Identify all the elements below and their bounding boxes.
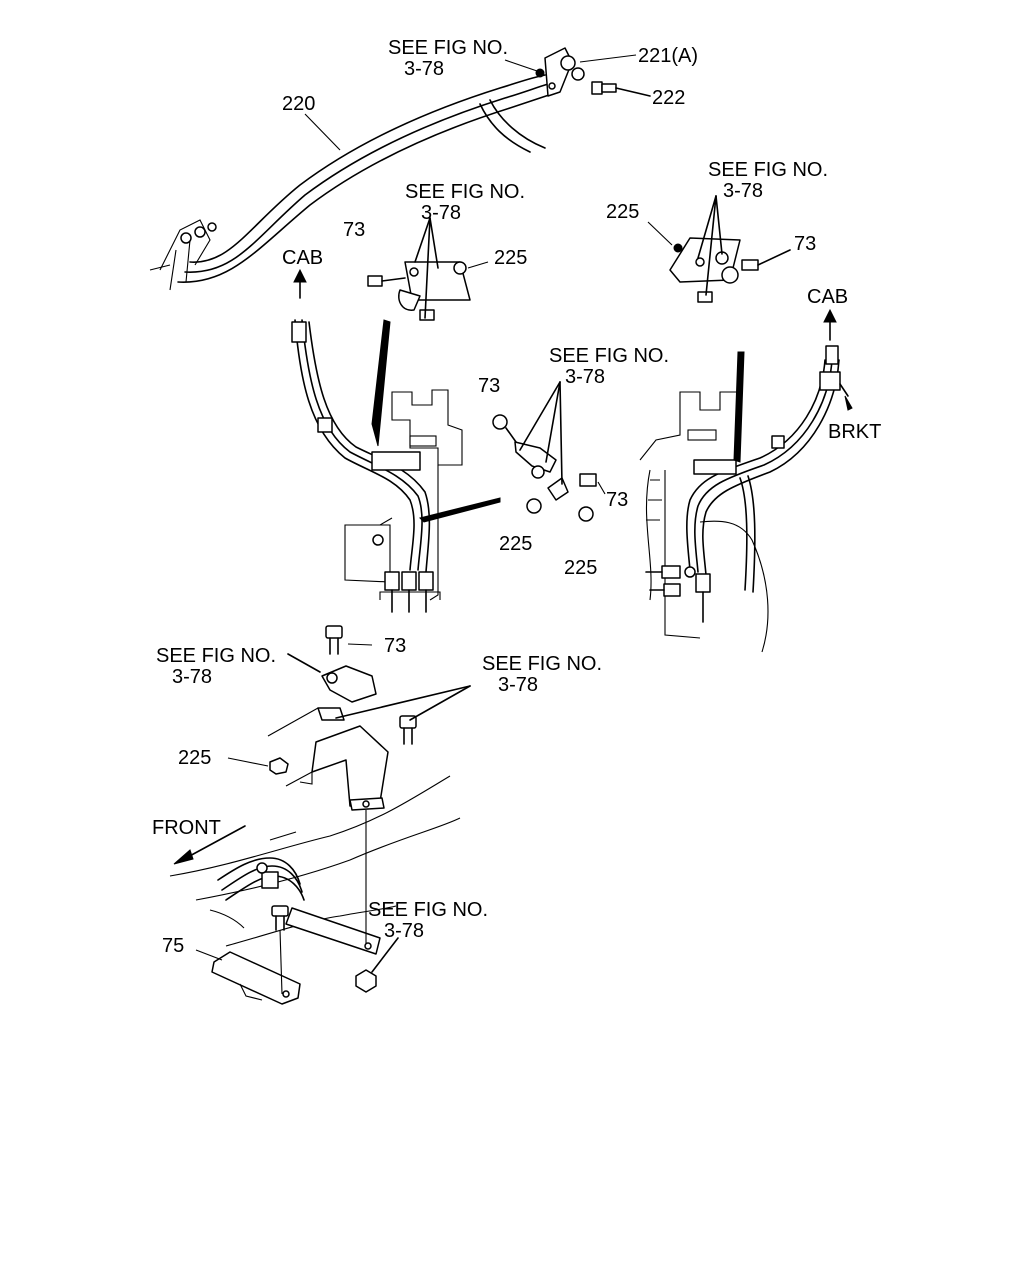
label-part-75: 75	[162, 935, 184, 957]
cab-arrow-left	[293, 268, 307, 299]
label-see-fig-lower-left: SEE FIG NO.	[156, 645, 276, 667]
label-cab-left: CAB	[282, 247, 323, 269]
label-part-225-b: 225	[606, 201, 639, 223]
label-front: FRONT	[152, 817, 221, 839]
label-see-fig-lower-left-ref: 3-78	[172, 666, 212, 688]
frame-left	[344, 389, 463, 601]
label-part-225-d: 225	[564, 557, 597, 579]
label-see-fig-top-right-ref: 3-78	[723, 180, 763, 202]
bracket-right-detail	[669, 237, 791, 303]
front-arrow	[173, 825, 246, 865]
frame-right	[639, 391, 769, 653]
label-part-221a: 221(A)	[638, 45, 698, 67]
label-see-fig-bottom-ref: 3-78	[384, 920, 424, 942]
label-see-fig-mid-left: SEE FIG NO.	[405, 181, 525, 203]
clamp-lower	[317, 665, 377, 721]
label-part-220: 220	[282, 93, 315, 115]
bolt-lower-plate	[271, 905, 289, 931]
clamp-221a	[535, 47, 585, 97]
bracket-left-detail	[367, 261, 471, 321]
nut-225-lower	[269, 757, 289, 775]
plate-lower	[211, 907, 381, 1005]
label-part-225-a: 225	[494, 247, 527, 269]
bolt-73-lower	[325, 625, 373, 655]
cab-arrow-right	[823, 308, 837, 341]
label-part-225-e: 225	[178, 747, 211, 769]
label-part-222: 222	[652, 87, 685, 109]
label-part-73-e: 73	[384, 635, 406, 657]
bolt-lower-right	[399, 715, 417, 745]
label-see-fig-bottom: SEE FIG NO.	[368, 899, 488, 921]
label-see-fig-center-ref: 3-78	[565, 366, 605, 388]
label-part-73-c: 73	[478, 375, 500, 397]
label-see-fig-top-ref: 3-78	[404, 58, 444, 80]
label-part-225-c: 225	[499, 533, 532, 555]
nut-lower-plate	[355, 969, 377, 993]
label-see-fig-lower-right-ref: 3-78	[498, 674, 538, 696]
hose-bundle-lower	[217, 831, 305, 901]
label-part-73-a: 73	[343, 219, 365, 241]
label-brkt: BRKT	[828, 421, 881, 443]
hose-assembly-220	[149, 74, 553, 291]
valve-cluster-right	[645, 565, 711, 623]
label-see-fig-lower-right: SEE FIG NO.	[482, 653, 602, 675]
label-part-73-d: 73	[606, 489, 628, 511]
label-see-fig-mid-left-ref: 3-78	[421, 202, 461, 224]
label-cab-right: CAB	[807, 286, 848, 308]
clamp-center-detail	[492, 414, 597, 522]
hose-routing-left	[291, 319, 501, 573]
label-see-fig-top-right: SEE FIG NO.	[708, 159, 828, 181]
label-part-73-b: 73	[794, 233, 816, 255]
valve-cluster-left	[379, 571, 441, 613]
label-see-fig-top: SEE FIG NO.	[388, 37, 508, 59]
bolt-222	[591, 81, 651, 97]
hose-routing-right	[686, 345, 853, 593]
bracket-lower	[267, 707, 389, 811]
label-see-fig-center: SEE FIG NO.	[549, 345, 669, 367]
